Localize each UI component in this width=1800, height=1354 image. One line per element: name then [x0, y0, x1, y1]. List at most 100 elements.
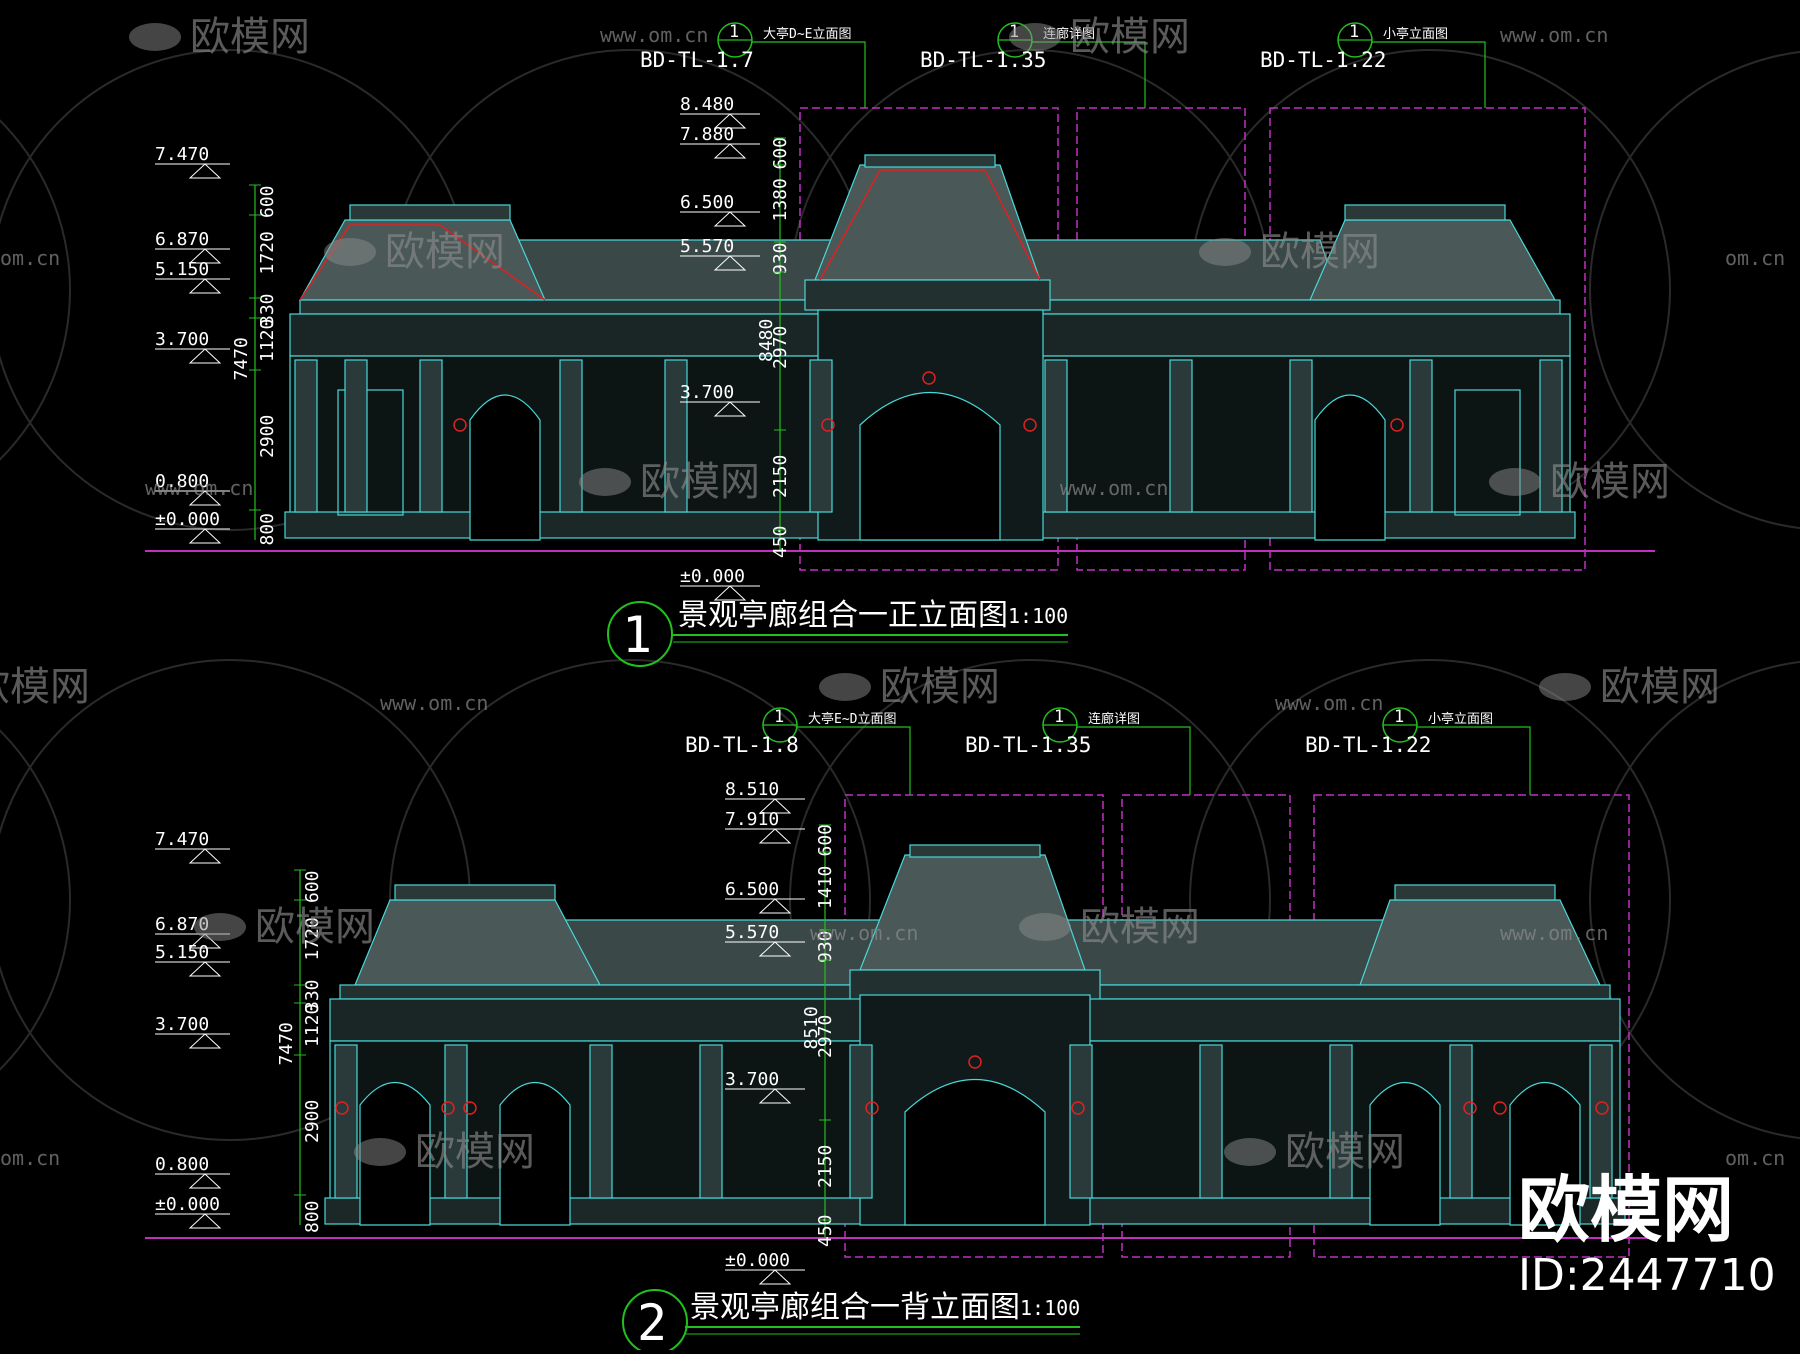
title-number: 2 [637, 1294, 667, 1350]
column [1199, 1044, 1223, 1199]
callout-leader [1077, 726, 1191, 795]
level-marker [758, 898, 792, 914]
watermark-brand: 欧模网 [1080, 904, 1200, 950]
watermark-brand: 欧模网 [415, 1129, 535, 1175]
ornament-red [299, 169, 1404, 432]
dimension-value: 600 [770, 137, 791, 170]
dimension-value: 2150 [770, 455, 791, 498]
watermark-url: om.cn [1725, 246, 1785, 270]
callout-note: 大亭D~E立面图 [763, 26, 851, 42]
sofa-logo-icon [1539, 673, 1591, 701]
column [1069, 1044, 1093, 1199]
column [1589, 1044, 1613, 1199]
callout-note: 连廊详图 [1088, 711, 1140, 727]
level-marker [188, 278, 222, 294]
watermark-url: www.om.cn [1500, 921, 1608, 945]
level-label: 7.910 [725, 809, 779, 830]
level-marker [713, 113, 747, 129]
dimension-value: 930 [770, 242, 791, 275]
level-label: 5.570 [680, 236, 734, 257]
dimension-value: 600 [257, 185, 278, 218]
level-marker [713, 211, 747, 227]
watermark-brand: 欧模网 [255, 904, 375, 950]
watermark-brand: 欧模网 [880, 664, 1000, 710]
watermark-brand: 欧模网 [1550, 459, 1670, 505]
level-label: 7.470 [155, 829, 209, 850]
level-label: 5.570 [725, 922, 779, 943]
callout-leader [1417, 726, 1531, 795]
callout-note: 大亭E~D立面图 [808, 711, 896, 727]
watermark-url: www.om.cn [810, 921, 918, 945]
watermark-brand: 欧模网 [1260, 229, 1380, 275]
level-label: 6.500 [680, 192, 734, 213]
callout-leader [752, 41, 866, 108]
watermark-brand: 欧模网 [640, 459, 760, 505]
column [849, 1044, 873, 1199]
dimension-value: 7470 [276, 1022, 297, 1065]
callout-leader [1032, 41, 1146, 108]
level-marker [188, 163, 222, 179]
column [664, 359, 688, 513]
title-circle [622, 1289, 688, 1354]
level-marker [758, 828, 792, 844]
watermark-arc [0, 119, 71, 461]
corner-brand: 欧模网 [1518, 1168, 1734, 1252]
column [1409, 359, 1433, 513]
callout-ref: BD-TL-1.7 [640, 48, 754, 72]
dimension-value: 1120 [257, 319, 278, 362]
dimension-value: 1720 [257, 231, 278, 274]
corner-id: ID:2447710 [1518, 1250, 1776, 1301]
level-label: 3.700 [680, 382, 734, 403]
dimension-value: 8510 [801, 1006, 822, 1049]
dimension-value: 930 [815, 930, 836, 963]
level-marker [188, 1173, 222, 1189]
level-label: ±0.000 [680, 566, 745, 587]
watermark-url: om.cn [1725, 1146, 1785, 1170]
column [1449, 1044, 1473, 1199]
dimension-value: 330 [302, 979, 323, 1012]
dimension-value: 1410 [815, 866, 836, 909]
watermark-arc [0, 729, 71, 1071]
dimension-value: 2900 [257, 415, 278, 458]
level-marker [188, 248, 222, 264]
level-marker [713, 143, 747, 159]
level-label: 6.500 [725, 879, 779, 900]
column [809, 359, 833, 513]
level-label: 3.700 [155, 1014, 209, 1035]
callout-ref: BD-TL-1.35 [965, 733, 1091, 757]
column [1539, 359, 1563, 513]
watermark-brand: 欧模网 [1070, 14, 1190, 60]
level-marker [188, 1213, 222, 1229]
watermark-url: www.om.cn [1275, 691, 1383, 715]
drawing-scale: 1:100 [1008, 604, 1068, 628]
level-marker [188, 490, 222, 506]
level-marker [758, 941, 792, 957]
callout-number: 1 [1054, 707, 1064, 727]
level-label: 8.480 [680, 94, 734, 115]
level-marker [758, 798, 792, 814]
level-label: 8.510 [725, 779, 779, 800]
watermark-arc [1589, 660, 1800, 1140]
dimension-value: 800 [302, 1200, 323, 1233]
dimension-value: 1380 [770, 178, 791, 221]
back-building [324, 844, 1626, 1226]
watermark-brand: 欧模网 [190, 14, 310, 60]
watermark-url: www.om.cn [145, 476, 253, 500]
callout-number: 1 [729, 22, 739, 42]
watermark-url: om.cn [0, 1146, 60, 1170]
column [419, 359, 443, 513]
column [344, 359, 368, 513]
watermark-url: www.om.cn [380, 691, 488, 715]
level-label: 5.150 [155, 942, 209, 963]
level-marker [188, 528, 222, 544]
sofa-logo-icon [819, 673, 871, 701]
title-number: 1 [622, 606, 652, 664]
watermarks: 欧模网欧模网欧模网欧模网欧模网欧模网欧模网欧模网欧模网欧模网欧模网欧模网欧模网w… [0, 14, 1785, 1175]
title-circle [607, 601, 673, 667]
sofa-logo-icon [1489, 468, 1541, 496]
column [559, 359, 583, 513]
dimension-value: 8480 [756, 319, 777, 362]
dimensions: 7.4706.8705.1503.7000.800±0.000600172033… [155, 94, 836, 1285]
